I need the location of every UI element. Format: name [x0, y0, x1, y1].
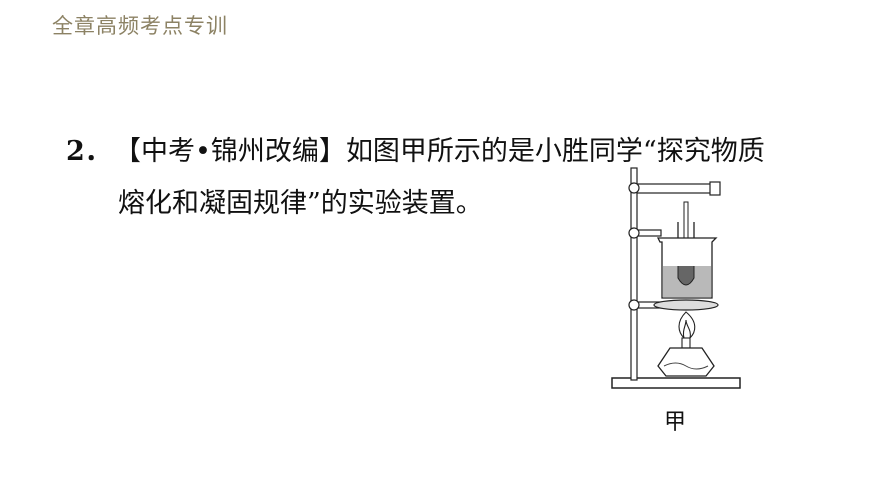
question-text-2: 熔化和凝固规律”的实验装置。: [118, 188, 483, 219]
test-tube-clamp: [636, 183, 718, 194]
section-title: 全章高频考点专训: [52, 14, 228, 38]
stand-base: [611, 377, 741, 389]
question-source-tag: 【中考•锦州改编】: [114, 136, 346, 167]
question-line-2: 熔化和凝固规律”的实验装置。: [66, 178, 826, 230]
asbestos-gauze: [653, 299, 719, 311]
alcohol-lamp: [657, 347, 715, 377]
experiment-apparatus-figure: [611, 167, 741, 389]
question-number: 2．: [66, 136, 112, 167]
question-line-1: 2．【中考•锦州改编】如图甲所示的是小胜同学“探究物质: [66, 126, 826, 178]
question-block: 2．【中考•锦州改编】如图甲所示的是小胜同学“探究物质 熔化和凝固规律”的实验装…: [66, 126, 826, 230]
question-text-1: 如图甲所示的是小胜同学“探究物质: [345, 136, 765, 167]
figure-caption: 甲: [664, 410, 687, 435]
flame: [678, 311, 696, 340]
stand-rod: [630, 167, 638, 381]
